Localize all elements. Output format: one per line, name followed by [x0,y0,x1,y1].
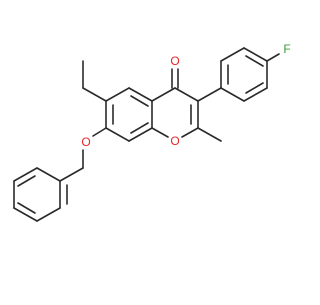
atom-label-fluorine: F [283,42,290,56]
bond [128,87,153,102]
atom-label-carbonyl-oxygen: O [170,54,179,68]
bond [220,87,245,102]
bond [105,127,130,142]
atom-label-ether-oxygen: O [81,135,90,149]
molecule-structure-svg: O O O F [13,42,291,222]
bond [36,167,61,182]
atom-label-ring-oxygen: O [170,134,179,148]
bond [59,167,84,182]
bond [17,202,36,214]
bonds [13,47,280,222]
bond [92,127,107,137]
bond [174,87,199,102]
bond [105,87,130,102]
bond [245,82,264,94]
bond [82,87,107,102]
bond [130,122,149,134]
bond [151,87,176,102]
atom-labels: O O O F [81,42,290,149]
molecule-diagram: O O O F [13,42,291,222]
bond [197,127,222,142]
bond [151,127,169,138]
bond [197,87,222,102]
bond [245,55,264,67]
bond [17,175,36,187]
bond [36,207,61,222]
bond [130,95,149,107]
bond [243,87,268,102]
bond [128,127,153,142]
bond [243,47,268,62]
bond [181,127,199,138]
bond [13,207,38,222]
bond [266,53,280,62]
bond [220,47,245,62]
bond [13,167,38,182]
